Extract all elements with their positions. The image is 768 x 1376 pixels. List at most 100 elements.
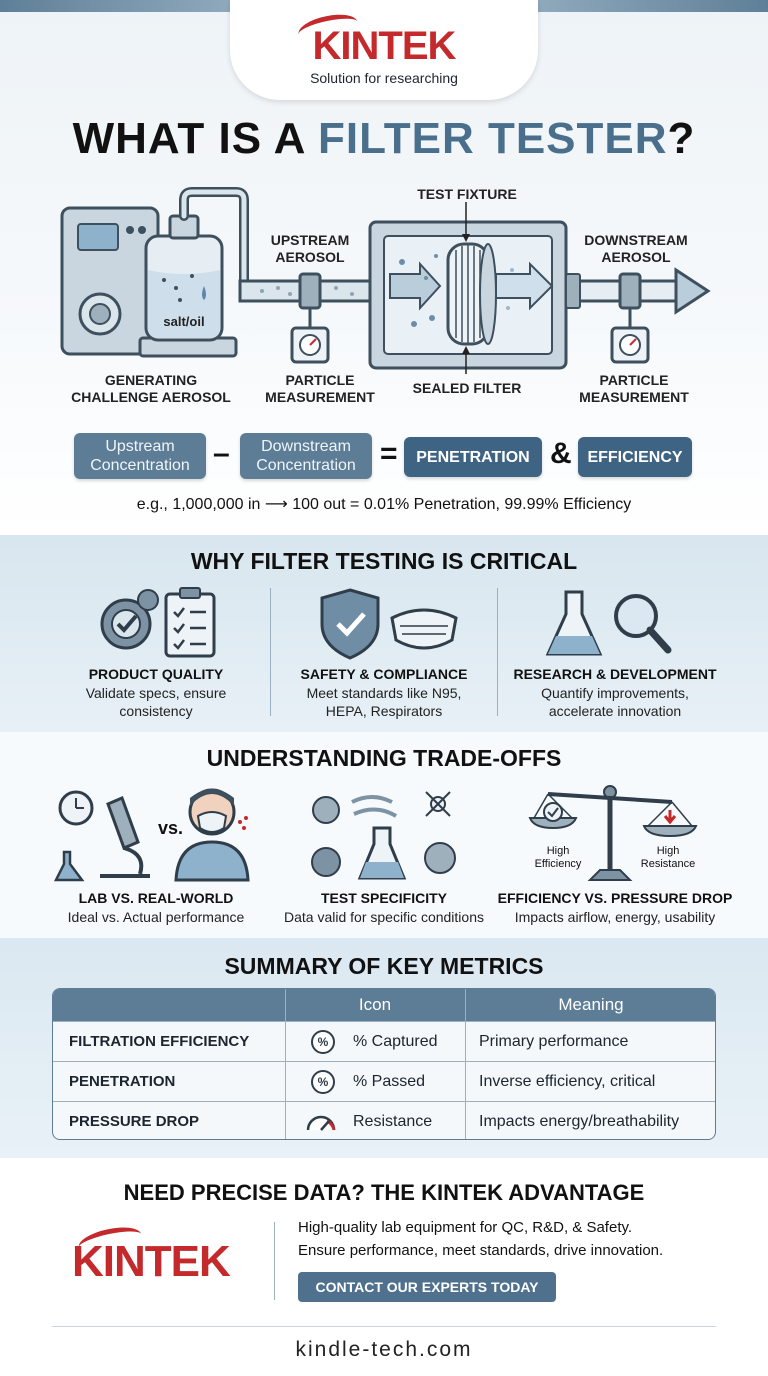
header-metric [53, 989, 285, 1021]
metrics-table-header: Icon Meaning [53, 989, 715, 1021]
why-safety-text: Meet standards like N95, HEPA, Respirato… [270, 684, 498, 720]
label-generating-line2: CHALLENGE AEROSOL [71, 389, 231, 405]
why-title: WHY FILTER TESTING IS CRITICAL [190, 548, 578, 574]
metrics-title: SUMMARY OF KEY METRICS [224, 953, 544, 979]
scale-label-right: High Resistance [630, 845, 706, 871]
downstream-concentration-box: Downstream Concentration [240, 433, 372, 479]
label-downstream-line1: DOWNSTREAM [584, 232, 688, 248]
brand-tagline: Solution for researching [310, 70, 458, 86]
percent-arrow-icon: % [311, 1030, 335, 1054]
label-pm1-line2: MEASUREMENT [265, 389, 375, 405]
minus-sign: – [213, 437, 230, 470]
scale-right-line2: Resistance [640, 858, 696, 870]
cta-line-2: Ensure performance, meet standards, driv… [298, 1242, 664, 1259]
salt-oil-bottle-icon [144, 214, 224, 342]
label-upstream-line2: AEROSOL [275, 249, 345, 265]
why-icons [100, 587, 672, 660]
title-accent: FILTER TESTER [318, 114, 668, 163]
tradeoff-pressure-text: Impacts airflow, energy, usability [514, 909, 716, 925]
tradeoff-lab-text: Ideal vs. Actual performance [67, 909, 245, 925]
header-meaning: Meaning [558, 995, 624, 1014]
particle-counter-gauge-icon [290, 308, 330, 364]
header-icon: Icon [358, 995, 392, 1014]
scale-left-line2: Efficiency [534, 858, 582, 870]
metric-meaning: Primary performance [479, 1033, 629, 1050]
why-rnd-text: Quantify improvements, accelerate innova… [497, 684, 733, 720]
cta-line-1: High-quality lab equipment for QC, R&D, … [298, 1219, 633, 1236]
website-link[interactable]: kindle-tech.com [295, 1338, 473, 1361]
particle-counter-gauge-icon-2 [610, 308, 650, 364]
logo-tab [230, 0, 538, 100]
why-safety-title: SAFETY & COMPLIANCE [300, 666, 468, 682]
scale-right-line1: High [656, 845, 680, 857]
efficiency-box: EFFICIENCY [578, 437, 692, 477]
upstream-line2: Concentration [90, 457, 190, 474]
cta-divider [274, 1222, 275, 1300]
shield-mask-icon [320, 588, 458, 660]
gear-checklist-icon [100, 587, 216, 658]
scale-left-line1: High [546, 845, 570, 857]
table-col-divider-1 [285, 989, 286, 1139]
upstream-pipe [238, 272, 372, 310]
label-particle-measurement-2: PARTICLE MEASUREMENT [574, 372, 694, 406]
bottle-label: salt/oil [163, 314, 204, 329]
vs-text: vs. [158, 818, 184, 838]
title-prefix: WHAT IS A [72, 114, 319, 163]
table-row: PENETRATION % % Passed Inverse efficienc… [53, 1061, 715, 1101]
why-divider-2 [497, 588, 498, 716]
label-generating-aerosol: GENERATING CHALLENGE AEROSOL [56, 372, 246, 406]
gauge-icon [306, 1115, 336, 1131]
label-test-fixture: TEST FIXTURE [417, 186, 517, 202]
metrics-table: Icon Meaning FILTRATION EFFICIENCY % % C… [52, 988, 716, 1140]
title-suffix: ? [667, 114, 696, 163]
table-row: FILTRATION EFFICIENCY % % Captured Prima… [53, 1021, 715, 1061]
why-rnd-line1: Quantify improvements, [541, 685, 689, 701]
label-downstream-line2: AEROSOL [601, 249, 671, 265]
why-rnd-line2: accelerate innovation [548, 703, 682, 719]
upstream-line1: Upstream [105, 438, 175, 455]
equals-sign: = [380, 437, 398, 470]
metric-meaning: Inverse efficiency, critical [479, 1073, 656, 1090]
sealed-filter-icon [446, 242, 497, 346]
diagram-graphic: salt/oil [60, 187, 711, 374]
metric-name: PRESSURE DROP [69, 1113, 200, 1130]
table-col-divider-2 [465, 989, 466, 1139]
brand-logo-bottom[interactable]: KINTEK [72, 1222, 231, 1287]
why-safety-line1: Meet standards like N95, [306, 685, 462, 701]
label-pm2-line2: MEASUREMENT [579, 389, 689, 405]
footer-divider [52, 1326, 716, 1327]
table-row: PRESSURE DROP Resistance Impacts energy/… [53, 1101, 715, 1139]
tradeoff-pressure-title: EFFICIENCY VS. PRESSURE DROP [497, 890, 733, 906]
tradeoffs-title: UNDERSTANDING TRADE-OFFS [206, 745, 562, 771]
lab-vs-person-icon [53, 788, 250, 882]
downstream-pipe [564, 267, 711, 315]
flask-magnifier-icon [545, 590, 672, 656]
why-rnd-title: RESEARCH & DEVELOPMENT [513, 666, 717, 682]
contact-experts-button[interactable]: CONTACT OUR EXPERTS TODAY [298, 1272, 556, 1302]
label-pm2-line1: PARTICLE [599, 372, 669, 388]
metric-meaning: Impacts energy/breathability [479, 1113, 680, 1130]
percent-arrow-icon: % [311, 1070, 335, 1094]
why-product-quality-text: Validate specs, ensure consistency [40, 684, 272, 720]
brand-logo[interactable]: KINTEK [0, 10, 768, 69]
metric-name: PENETRATION [69, 1073, 176, 1090]
upstream-concentration-box: Upstream Concentration [74, 433, 206, 479]
brand-name-bottom: KINTEK [72, 1237, 231, 1286]
why-safety-line2: HEPA, Respirators [325, 703, 443, 719]
label-upstream-line1: UPSTREAM [270, 232, 350, 248]
label-sealed-filter: SEALED FILTER [412, 380, 522, 396]
label-upstream-aerosol: UPSTREAM AEROSOL [250, 232, 370, 266]
tradeoffs-icons [53, 785, 698, 882]
tradeoff-specificity-text: Data valid for specific conditions [284, 909, 484, 925]
ampersand-sign: & [550, 437, 572, 470]
why-divider-1 [270, 588, 271, 716]
metric-icon-label: Resistance [353, 1113, 433, 1130]
cta-section [0, 1158, 768, 1376]
metric-icon-label: % Captured [353, 1033, 438, 1050]
example-calculation: e.g., 1,000,000 in ⟶ 100 out = 0.01% Pen… [136, 496, 632, 513]
label-generating-line1: GENERATING [104, 372, 198, 388]
aerosol-generator-icon [60, 206, 238, 358]
brand-name: KINTEK [312, 24, 457, 68]
downstream-line2: Concentration [256, 457, 356, 474]
scale-label-left: High Efficiency [522, 845, 594, 871]
